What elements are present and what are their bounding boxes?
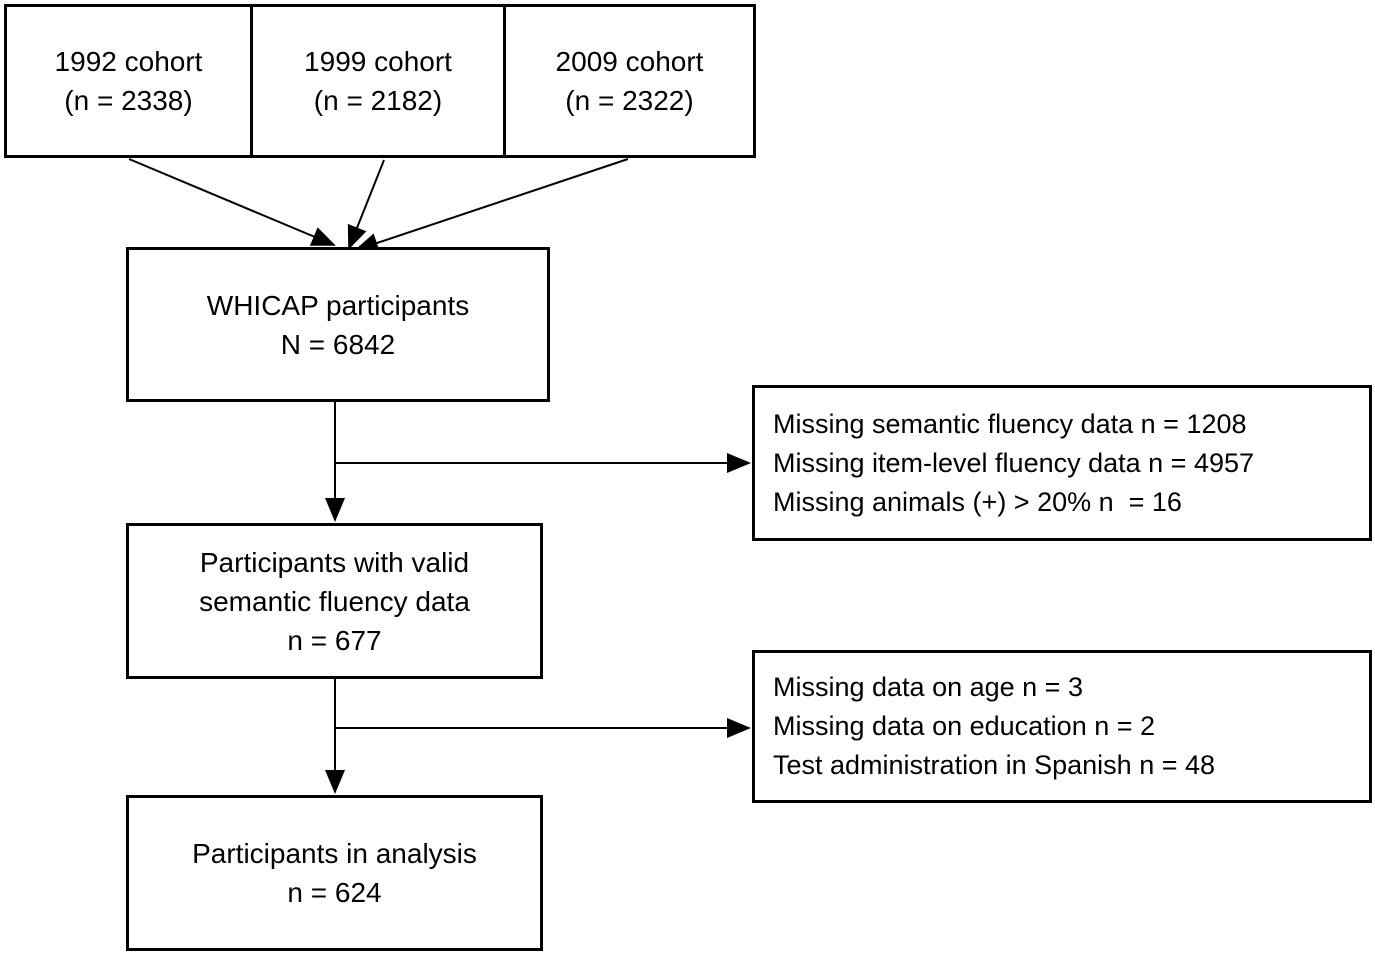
cohort-1999-n: (n = 2182) [313,85,443,116]
cohort-2009-box: 2009 cohort (n = 2322) [503,4,756,158]
valid-fluency-box: Participants with valid semantic fluency… [126,523,543,679]
exclusion2-line2: Missing data on education n = 2 [773,711,1156,741]
cohort-1999-box: 1999 cohort (n = 2182) [250,4,506,158]
exclusion-box-1: Missing semantic fluency data n = 1208 M… [752,385,1372,541]
analysis-title: Participants in analysis [192,838,477,869]
arrow-cohort2009-to-whicap [354,158,629,253]
exclusion1-line1: Missing semantic fluency data n = 1208 [773,408,1247,439]
whicap-n: N = 6842 [280,328,396,360]
exclusion-box-2: Missing data on age n = 3 Missing data o… [752,650,1372,803]
exclusion1-line3: Missing animals (+) > 20% n = 16 [773,486,1182,517]
whicap-title: WHICAP participants [206,289,470,321]
exclusion2-line1: Missing data on age n = 3 [773,672,1083,702]
cohort-1992-n: (n = 2338) [64,85,193,116]
cohort-2009-title: 2009 cohort [555,46,704,77]
valid-n: n = 677 [287,624,382,656]
exclusion1-line2: Missing item-level fluency data n = 4957 [773,447,1255,478]
exclusion2-line3: Test administration in Spanish n = 48 [773,750,1216,780]
analysis-box: Participants in analysis n = 624 [126,795,543,951]
analysis-n: n = 624 [287,877,382,908]
arrow-cohort1999-to-whicap [347,159,385,250]
cohort-1992-title: 1992 cohort [54,46,203,77]
arrow-cohort1992-to-whicap [128,158,336,246]
cohort-1992-box: 1992 cohort (n = 2338) [4,4,253,158]
valid-line1: Participants with valid [199,546,470,578]
whicap-participants-box: WHICAP participants N = 6842 [126,247,550,402]
cohort-2009-n: (n = 2322) [565,85,694,116]
valid-line2: semantic fluency data [199,585,470,617]
cohort-1999-title: 1999 cohort [304,46,452,77]
